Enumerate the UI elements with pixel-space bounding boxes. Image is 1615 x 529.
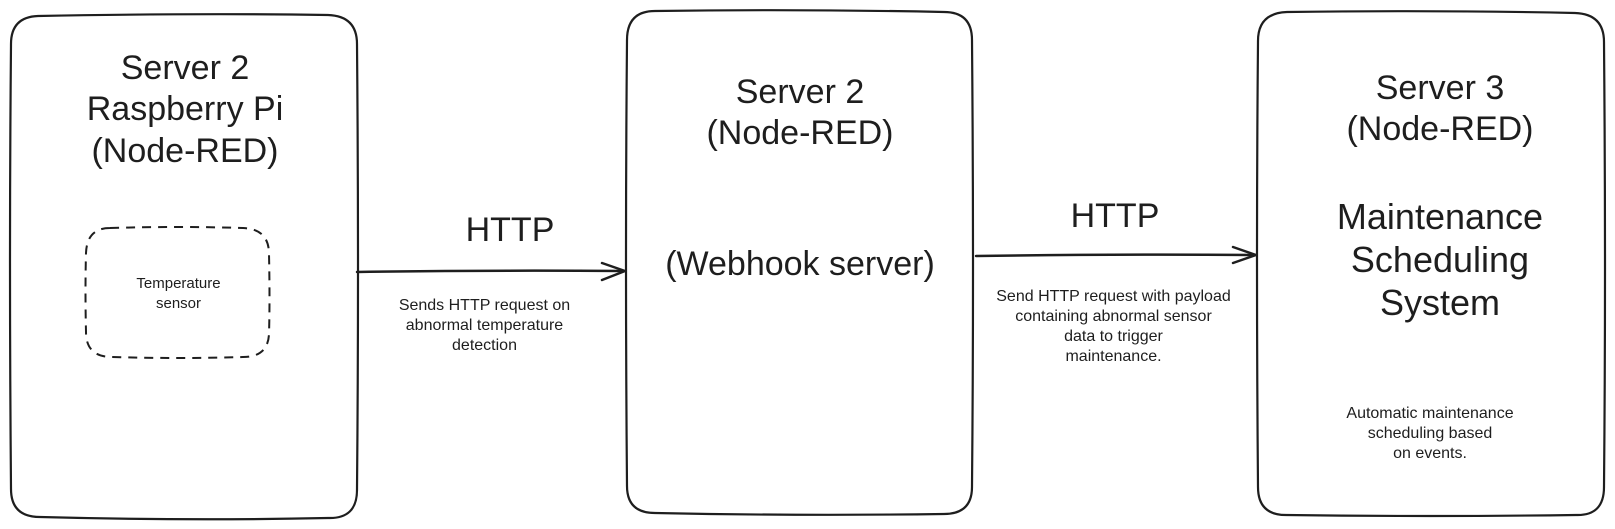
node-webhook-title: Server 2 (Node-RED)	[706, 73, 894, 153]
arrowhead-icon	[600, 261, 627, 282]
edge-webhook-to-maintenance[interactable]	[974, 245, 1258, 265]
node-maintenance-title: Server 3 (Node-RED)	[1346, 69, 1534, 149]
edge-pi-webhook-label: HTTP	[465, 211, 555, 249]
node-maintenance-box[interactable]	[1255, 10, 1607, 518]
node-pi-box[interactable]	[8, 13, 360, 521]
edge-webhook-maintenance-description: Send HTTP request with payload containin…	[996, 288, 1231, 365]
node-webhook-subtitle: (Webhook server)	[665, 245, 935, 283]
edge-pi-to-webhook[interactable]	[355, 261, 627, 282]
node-sensor-box[interactable]	[84, 226, 271, 359]
arrowhead-icon	[1231, 245, 1258, 265]
edge-line	[355, 269, 625, 274]
edge-pi-webhook-description: Sends HTTP request on abnormal temperatu…	[398, 297, 571, 354]
edge-line	[974, 253, 1256, 258]
node-sensor-label: Temperature sensor	[136, 275, 221, 312]
node-maintenance-description: Automatic maintenance scheduling based o…	[1346, 405, 1514, 462]
edge-webhook-maintenance-label: HTTP	[1070, 197, 1160, 235]
node-webhook-box[interactable]	[624, 9, 975, 516]
node-maintenance-subtitle: Maintenance Scheduling System	[1336, 196, 1544, 324]
node-pi-title: Server 2 Raspberry Pi (Node-RED)	[86, 49, 284, 170]
